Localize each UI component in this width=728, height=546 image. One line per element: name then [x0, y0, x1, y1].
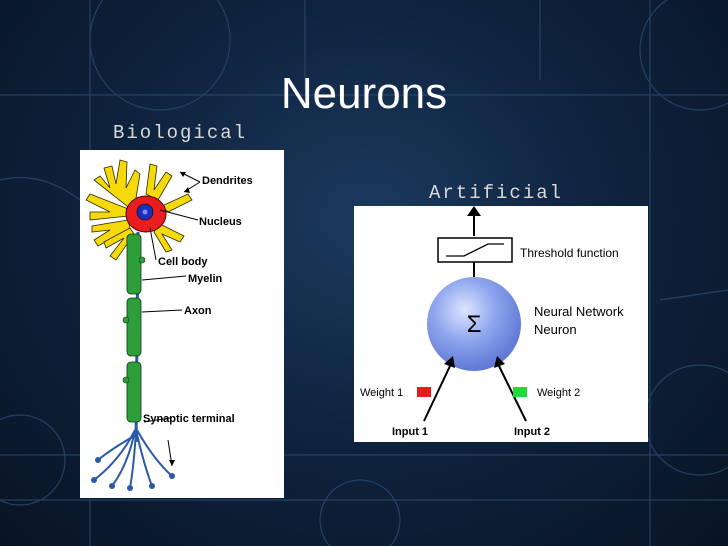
- input1-arrow: [423, 365, 451, 422]
- synaptic-terminal-shape: [93, 429, 173, 489]
- slide-title: Neurons: [280, 69, 448, 118]
- dendrites-shape: [85, 159, 193, 261]
- artificial-neuron-diagram: Threshold function Σ Neural Network Neur…: [360, 206, 624, 438]
- cell-body-label: Cell body: [158, 256, 208, 268]
- input2-label: Input 2: [514, 426, 550, 438]
- nucleus-label: Nucleus: [199, 216, 242, 228]
- neuron-circle: [427, 277, 521, 371]
- neuron-label-line1: Neural Network: [534, 304, 624, 319]
- input2-arrow: [498, 365, 527, 422]
- artificial-neuron-panel: Threshold function Σ Neural Network Neur…: [354, 206, 648, 442]
- biological-neuron-panel: Dendrites Nucleus Cell body Myelin Axon …: [80, 150, 284, 498]
- weight2-label: Weight 2: [537, 387, 580, 399]
- artificial-label: Artificial: [429, 182, 564, 204]
- biological-label: Biological: [113, 122, 248, 144]
- dendrites-label: Dendrites: [202, 175, 253, 187]
- synaptic-terminal-label: Synaptic terminal: [143, 413, 235, 425]
- weight1-marker: [417, 387, 431, 397]
- weight1-label: Weight 1: [360, 387, 403, 399]
- axon-label: Axon: [184, 305, 212, 317]
- neuron-label-line2: Neuron: [534, 322, 577, 337]
- input1-label: Input 1: [392, 426, 428, 438]
- sum-symbol: Σ: [467, 311, 482, 338]
- myelin-shape: [126, 233, 142, 423]
- weight2-marker: [513, 387, 527, 397]
- biological-neuron-diagram: Dendrites Nucleus Cell body Myelin Axon …: [85, 159, 253, 491]
- threshold-curve: [446, 243, 504, 257]
- myelin-label: Myelin: [188, 273, 223, 285]
- threshold-function-label: Threshold function: [520, 246, 619, 260]
